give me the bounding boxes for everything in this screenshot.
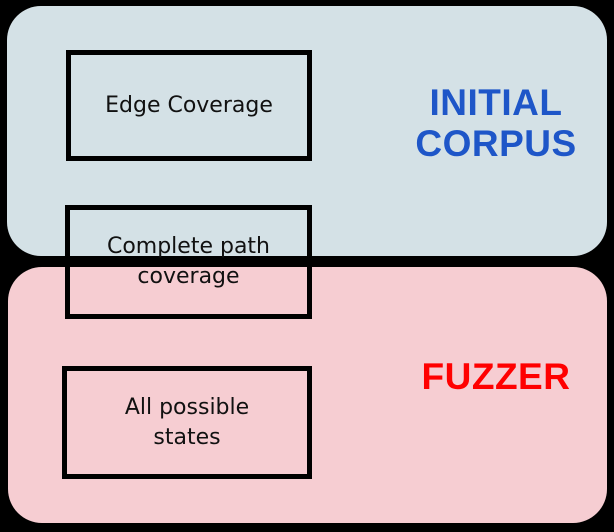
box-edge-coverage: Edge Coverage (66, 50, 312, 161)
box-label-complete-path-coverage: Complete path coverage (106, 234, 271, 289)
box-label-edge-coverage: Edge Coverage (105, 92, 273, 118)
region-label-initial-corpus: INITIAL CORPUS (415, 82, 577, 165)
region-label-fuzzer: FUZZER (421, 356, 571, 397)
box-all-possible-states: All possible states (62, 366, 312, 479)
box-complete-path-coverage: Complete path coverage (65, 205, 312, 319)
box-label-all-possible-states: All possible states (124, 394, 250, 450)
